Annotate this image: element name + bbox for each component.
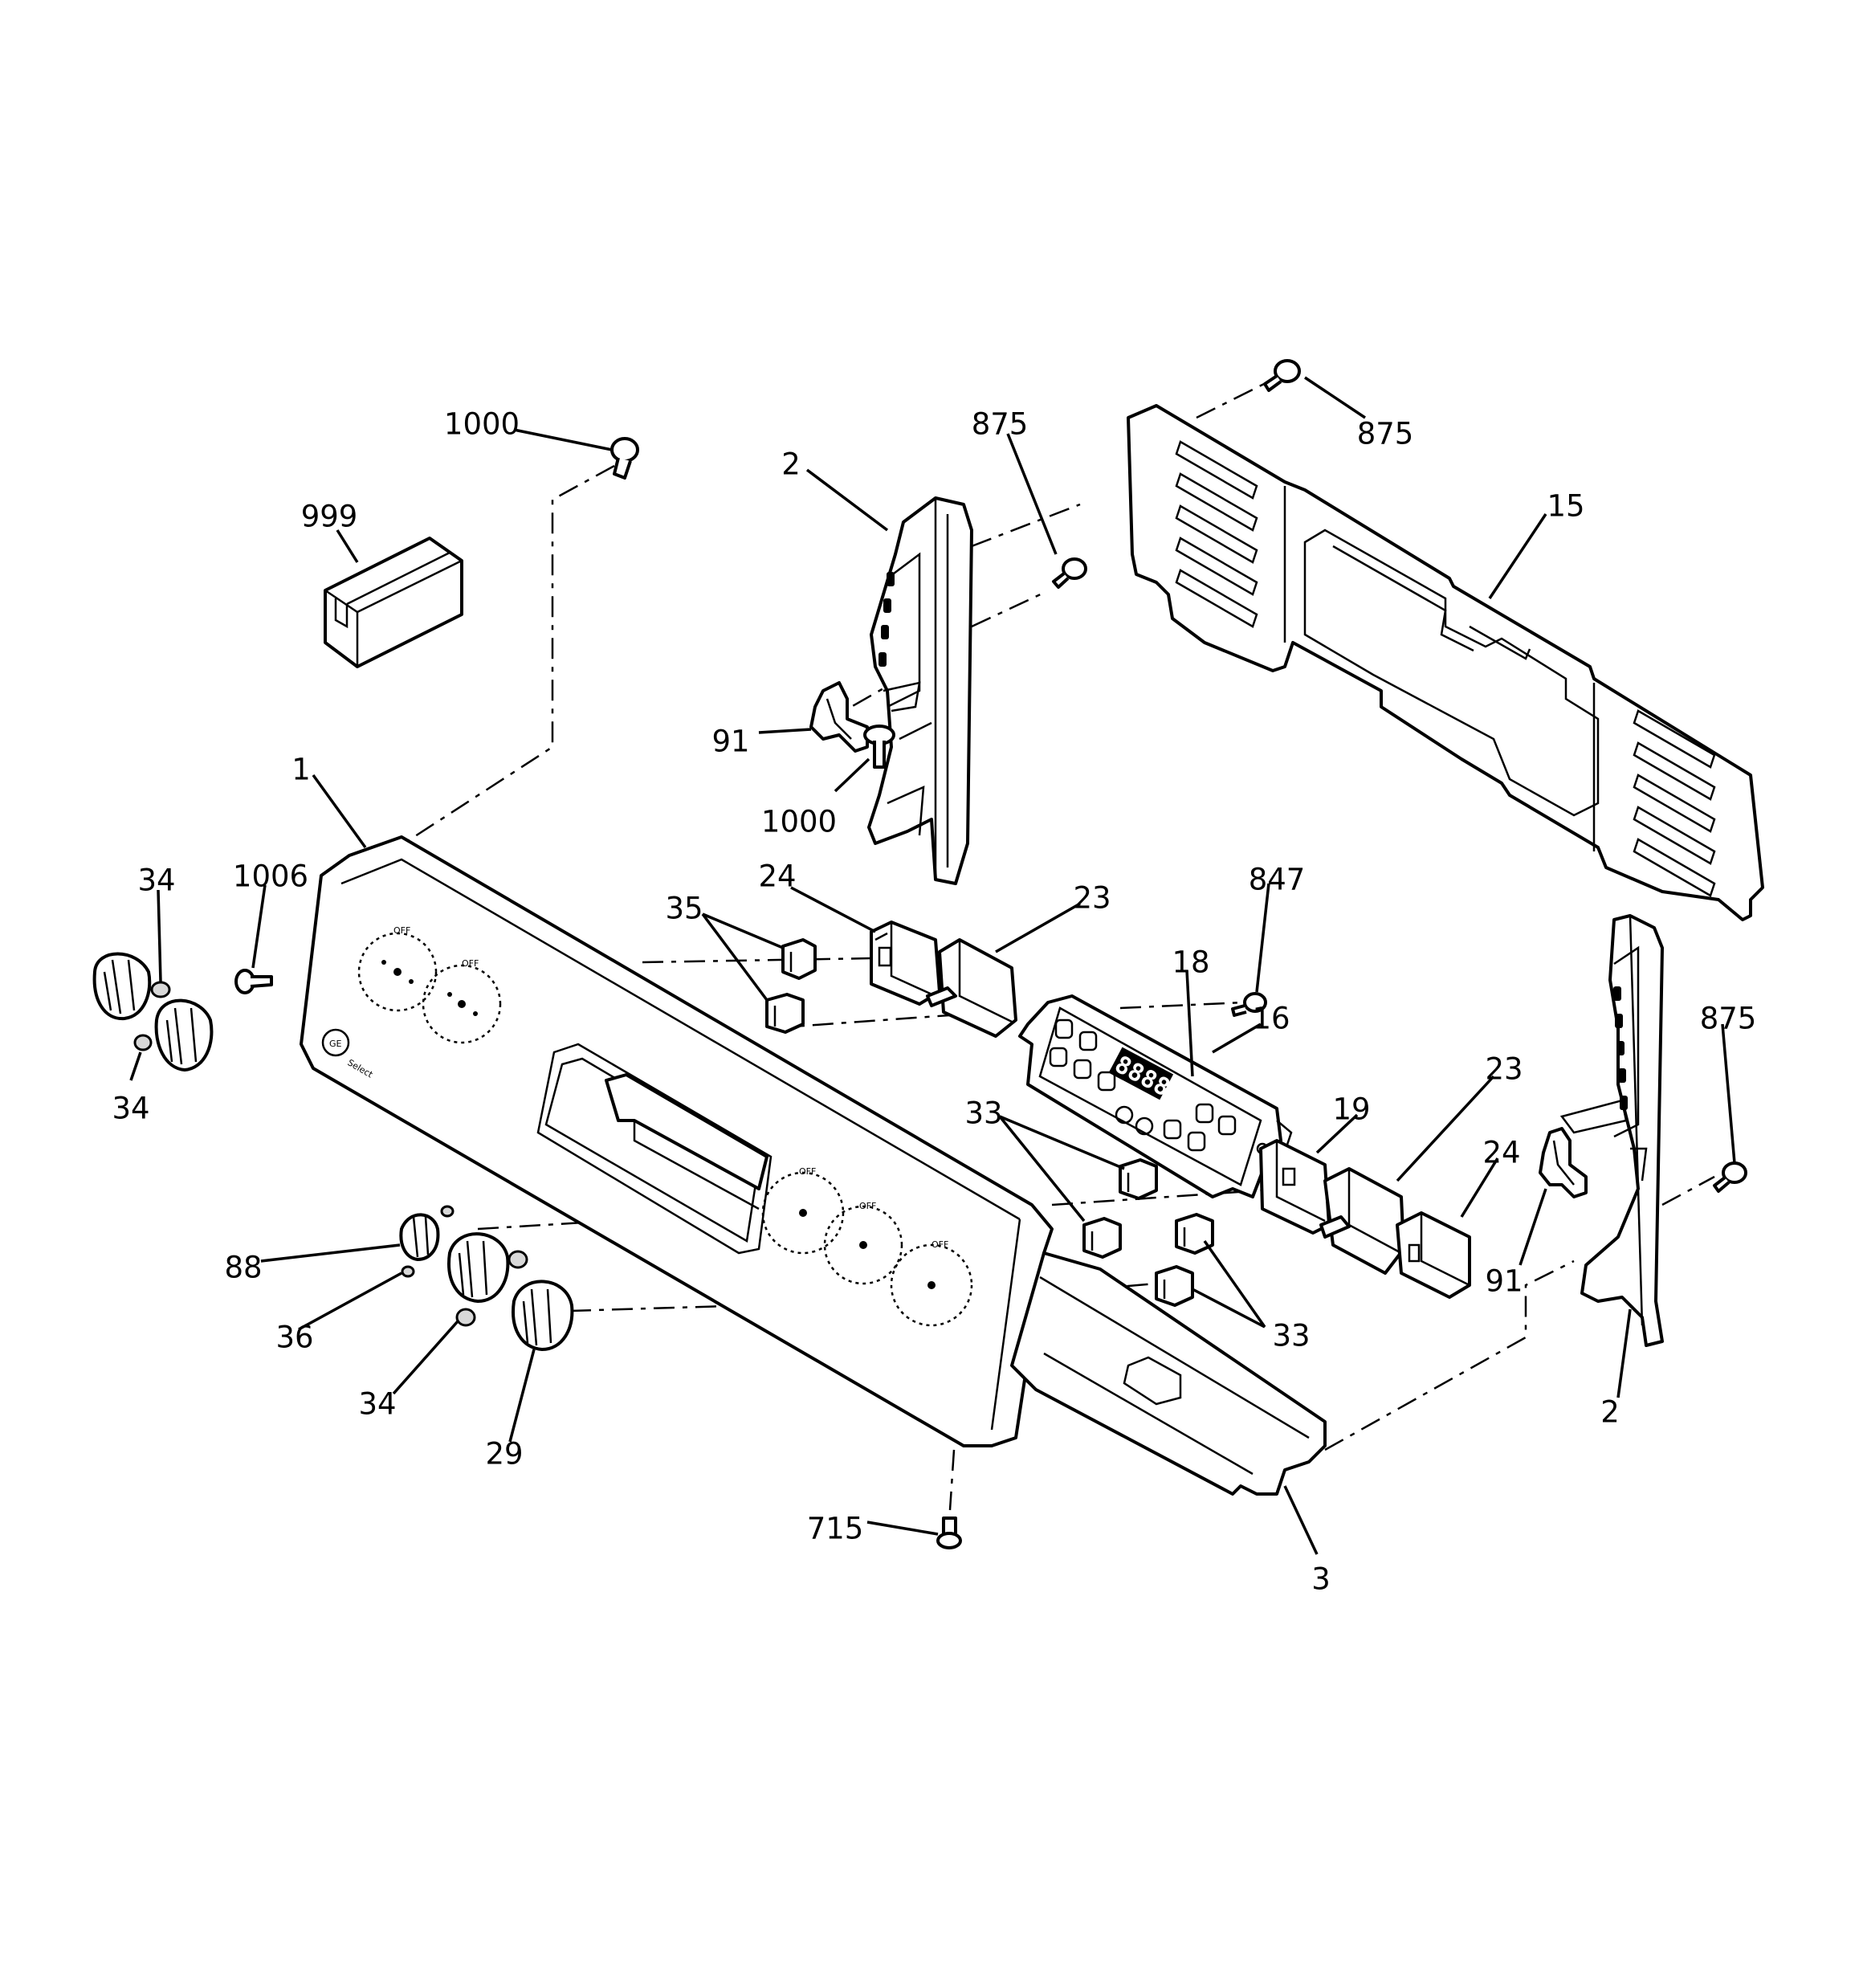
part-91-clip-right — [1539, 1127, 1588, 1198]
callout-91: 91 — [711, 725, 749, 759]
callout-24: 24 — [1482, 1136, 1520, 1170]
callout-875: 875 — [1700, 1002, 1757, 1036]
callout-16: 16 — [1252, 1002, 1290, 1036]
leader-lines — [129, 376, 1736, 1555]
part-715-screw — [936, 1517, 962, 1549]
part-35-switch-a — [781, 938, 817, 980]
part-999-box — [324, 537, 463, 668]
dial-graphic-left-rear: OFF — [422, 958, 502, 1044]
part-33-switch-c — [1175, 1213, 1214, 1255]
callout-3: 3 — [1311, 1562, 1331, 1597]
svg-text:OFF: OFF — [462, 958, 479, 969]
callout-88: 88 — [224, 1251, 262, 1285]
dial-graphic-left-front: OFF — [357, 925, 438, 1012]
part-29-knob-lower — [512, 1280, 574, 1351]
part-34-spring-c — [508, 1250, 528, 1269]
callout-34: 34 — [112, 1092, 149, 1126]
callout-34: 34 — [358, 1387, 396, 1422]
svg-text:OFF: OFF — [393, 925, 410, 936]
part-2-right-endcap — [1559, 914, 1664, 1347]
callout-2: 2 — [781, 447, 801, 482]
callout-2: 2 — [1600, 1395, 1620, 1430]
part-24-switch-upper — [870, 921, 941, 1006]
part-15-back-panel — [1127, 404, 1764, 921]
part-23-switch-upper — [926, 938, 1017, 1038]
callout-1006: 1006 — [233, 859, 308, 894]
part-34-spring-a — [150, 981, 171, 998]
svg-text:GE: GE — [329, 1039, 342, 1049]
callout-33: 33 — [1272, 1319, 1310, 1353]
part-847-screw — [1231, 992, 1267, 1017]
callout-23: 23 — [1485, 1052, 1523, 1087]
callout-875: 875 — [972, 407, 1029, 442]
part-33-switch-d — [1155, 1265, 1194, 1307]
callout-18: 18 — [1172, 945, 1209, 980]
part-91-clip-left — [809, 681, 869, 753]
part-24-switch-lower — [1396, 1211, 1471, 1299]
callout-715: 715 — [807, 1512, 864, 1546]
control-buttons — [1049, 1018, 1237, 1152]
svg-text:OFF: OFF — [799, 1166, 816, 1177]
callout-875: 875 — [1357, 417, 1414, 451]
part-33-switch-a — [1119, 1158, 1158, 1200]
callout-35: 35 — [665, 892, 703, 926]
part-33-switch-b — [1082, 1217, 1122, 1259]
part-88-knob — [399, 1213, 440, 1261]
part-34-knob-lower-left — [154, 998, 214, 1072]
part-23-switch-lower — [1319, 1167, 1405, 1275]
callout-1000: 1000 — [444, 407, 520, 442]
part-34-spring-b — [133, 1034, 153, 1051]
vent-slots-left — [1175, 440, 1258, 628]
part-1-control-panel: GE Select OFF OFF OFF OFF — [300, 835, 1054, 1447]
dial-graphic-right-2: OFF — [823, 1201, 903, 1285]
part-875-screw-c — [1713, 1161, 1747, 1193]
callout-23: 23 — [1073, 881, 1111, 916]
svg-text:OFF: OFF — [932, 1239, 948, 1250]
callout-24: 24 — [758, 859, 796, 894]
part-875-screw-a — [1263, 359, 1301, 392]
callout-19: 19 — [1332, 1092, 1370, 1127]
part-88-clip — [440, 1205, 455, 1218]
part-2-left-endcap — [867, 496, 973, 885]
part-29-knob-upper — [447, 1232, 510, 1303]
part-34-knob-upper-left — [92, 952, 152, 1021]
part-1000-screw-mid — [863, 725, 895, 769]
vent-slots-right — [1633, 709, 1716, 897]
part-19-switch — [1259, 1139, 1331, 1235]
part-1006-screw — [234, 969, 273, 994]
callout-847: 847 — [1249, 863, 1306, 897]
svg-text:OFF: OFF — [859, 1201, 876, 1211]
callout-1: 1 — [291, 753, 311, 787]
assembly-lines — [385, 376, 1715, 1511]
part-34-spring-d — [455, 1308, 476, 1327]
callout-999: 999 — [301, 500, 358, 534]
callout-36: 36 — [275, 1321, 313, 1355]
callout-15: 15 — [1547, 489, 1584, 524]
callout-33: 33 — [964, 1096, 1002, 1131]
part-3-trim-strip — [1010, 1251, 1327, 1496]
part-875-screw-b — [1052, 557, 1087, 589]
callout-34: 34 — [137, 863, 175, 898]
part-16-control-board: 8888 — [1018, 994, 1293, 1198]
callout-29: 29 — [485, 1437, 523, 1472]
dial-graphic-right-3: OFF — [890, 1239, 973, 1327]
callout-91: 91 — [1485, 1264, 1523, 1299]
part-1000-screw-top — [610, 437, 639, 480]
callout-1000: 1000 — [761, 805, 837, 839]
part-35-switch-b — [765, 993, 805, 1034]
part-36-clip — [401, 1265, 415, 1278]
